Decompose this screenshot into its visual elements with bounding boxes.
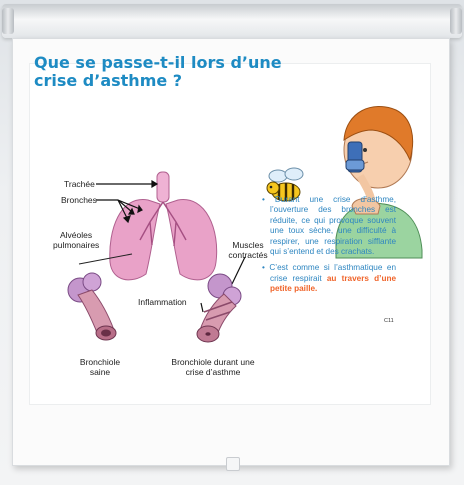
label-healthy-bronchiole-1: Bronchiole bbox=[74, 357, 126, 367]
slide-code: C11 bbox=[384, 318, 394, 324]
label-healthy-bronchiole-2: saine bbox=[74, 367, 126, 377]
paragraph-straw-analogy: • C’est comme si l’asthmatique en crise … bbox=[262, 263, 396, 294]
label-trachea: Trachée bbox=[64, 179, 95, 189]
paragraph-symptoms: • Durant une crise d’asthme, l’ouverture… bbox=[262, 195, 396, 257]
label-crisis-bronchiole-2: crise d’asthme bbox=[160, 367, 266, 377]
left-lung bbox=[110, 200, 160, 280]
label-inflammation: Inflammation bbox=[138, 297, 187, 307]
trachea-shape bbox=[157, 172, 169, 202]
label-alveoli-1: Alvéoles bbox=[60, 230, 92, 240]
slide-title: Que se passe-t-il lors d’une crise d’ast… bbox=[34, 54, 324, 90]
lungs-illustration bbox=[79, 172, 217, 280]
label-alveoli-2: pulmonaires bbox=[53, 240, 99, 250]
healthy-bronchiole-illustration bbox=[68, 273, 116, 340]
explanation-text: • Durant une crise d’asthme, l’ouverture… bbox=[262, 195, 396, 301]
label-crisis-bronchiole-1: Bronchiole durant une bbox=[160, 357, 266, 367]
label-bronchi: Bronches bbox=[61, 195, 97, 205]
crisis-bronchiole-illustration bbox=[197, 274, 241, 342]
right-lung bbox=[166, 200, 217, 280]
